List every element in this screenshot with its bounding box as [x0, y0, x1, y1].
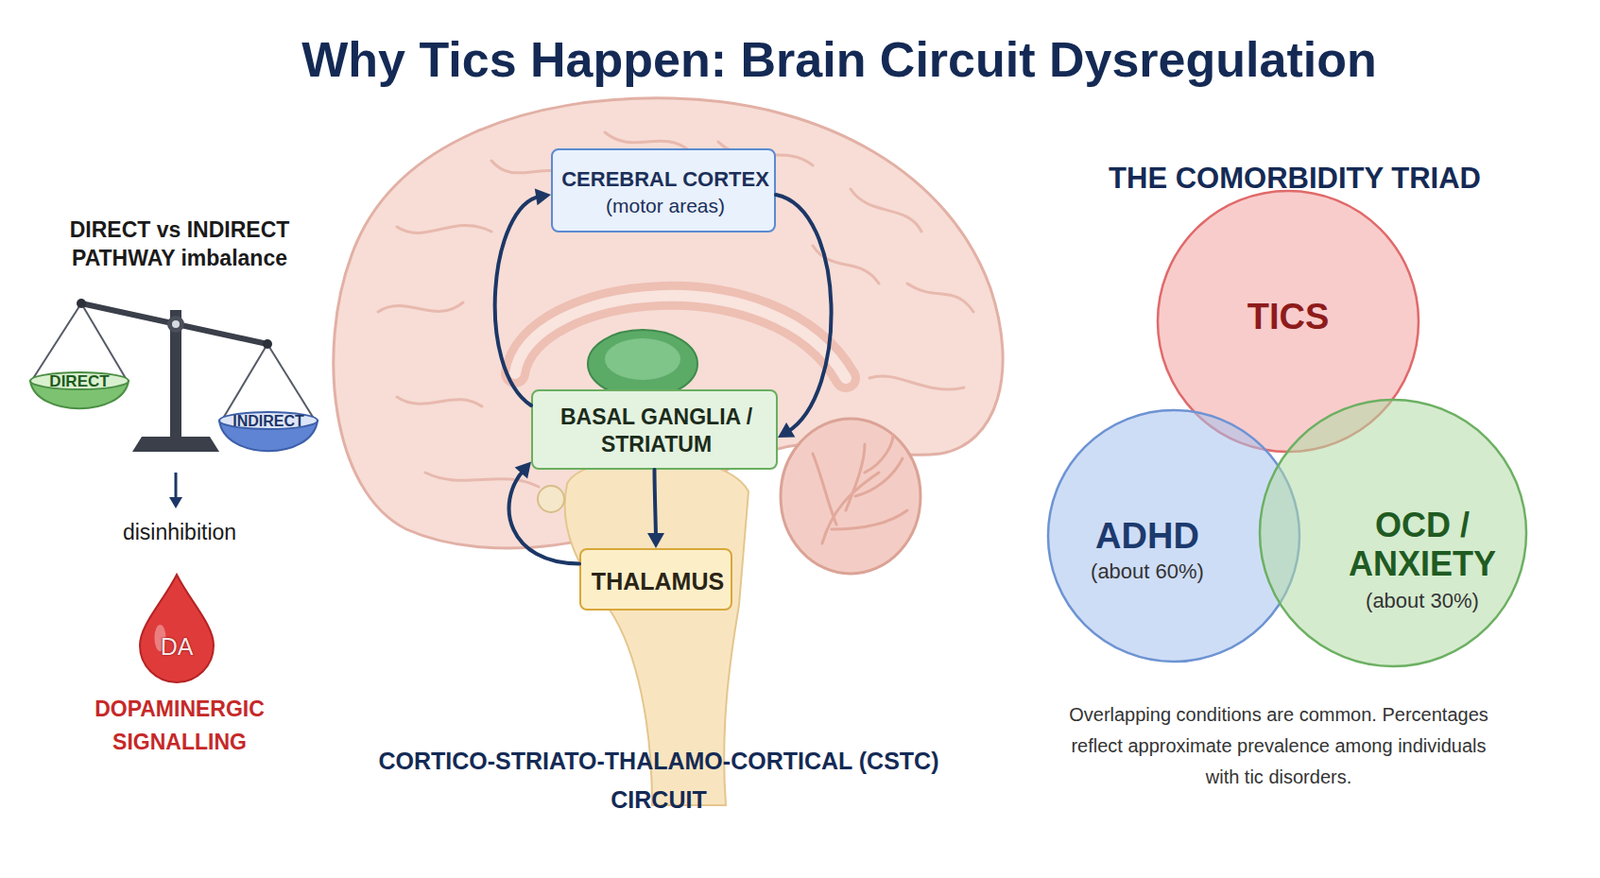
- node-title: BASAL GANGLIA / STRIATUM: [535, 403, 777, 461]
- gyrus-line: [850, 189, 922, 232]
- gyrus-line: [425, 472, 539, 487]
- node-title: TICS: [1193, 295, 1383, 340]
- connector-line: [654, 469, 657, 538]
- connector: [647, 469, 665, 549]
- scale-pivot-hole: [172, 320, 180, 328]
- node-title: DIRECT: [30, 372, 129, 392]
- arrow-head: [534, 188, 551, 206]
- node-content: DA: [139, 632, 214, 661]
- connector-line: [495, 196, 541, 406]
- connector-line: [775, 194, 832, 432]
- node-content: BASAL GANGLIA / STRIATUM: [535, 403, 777, 461]
- arrow-head: [647, 533, 665, 549]
- arrow-head: [515, 462, 532, 480]
- node-subtext: (about 30%): [1332, 584, 1513, 618]
- connector-line: [509, 469, 580, 565]
- gyrus-line: [869, 376, 964, 390]
- arrow-head: [777, 422, 795, 438]
- drop-shape: [139, 574, 214, 683]
- diagram-title: Why Tics Happen: Brain Circuit Dysregula…: [94, 30, 1584, 89]
- gyrus-line: [907, 283, 974, 312]
- node-content: DIRECT: [30, 372, 129, 392]
- node-content: TICS: [1193, 295, 1383, 340]
- node-title: INDIRECT: [219, 412, 318, 431]
- down-arrow-head: [169, 497, 183, 509]
- scale-knob: [262, 339, 273, 349]
- connector: [775, 194, 832, 438]
- thalamus-box: THALAMUS: [579, 548, 733, 611]
- gyrus-line: [396, 225, 492, 234]
- node-outline: [137, 572, 216, 685]
- node-content: INDIRECT: [219, 412, 318, 431]
- gyrus-line: [378, 302, 464, 312]
- scale-beam: [81, 303, 268, 345]
- cortex-box: CEREBRAL CORTEX(motor areas): [550, 148, 776, 233]
- scale-pivot: [167, 315, 185, 333]
- scale-string: [32, 303, 82, 380]
- connector: [495, 188, 551, 406]
- dopamine-label: DOPAMINERGIC SIGNALLING: [47, 692, 312, 759]
- scale-knob: [76, 298, 87, 309]
- cerebellum: [780, 418, 921, 574]
- node-subtext: (motor areas): [554, 192, 776, 219]
- disinhibition-label: disinhibition: [85, 517, 275, 547]
- gyrus-line: [812, 245, 879, 284]
- node-title: DA: [139, 632, 214, 661]
- node-title: OCD / ANXIETY: [1332, 505, 1513, 585]
- node-content: OCD / ANXIETY(about 30%): [1332, 505, 1513, 618]
- circle-shape: [1259, 399, 1527, 667]
- node-title: ADHD: [1052, 516, 1242, 558]
- pineal-nub: [537, 485, 565, 513]
- gyrus-line: [396, 396, 482, 407]
- striatum-box: BASAL GANGLIA / STRIATUM: [531, 389, 778, 470]
- cerebellum-branches: [812, 434, 908, 544]
- connector: [509, 462, 580, 565]
- dopamine-drop: DA: [137, 572, 216, 685]
- pathway-heading: DIRECT vs INDIRECT PATHWAY imbalance: [51, 215, 308, 273]
- node-content: ADHD(about 60%): [1052, 516, 1242, 586]
- venn-circle: OCD / ANXIETY(about 30%): [1257, 397, 1529, 669]
- circuit-label: CORTICO-STRIATO-THALAMO-CORTICAL (CSTC) …: [375, 741, 943, 820]
- node-content: THALAMUS: [583, 567, 733, 596]
- node-content: CEREBRAL CORTEX(motor areas): [554, 166, 776, 220]
- striatum-highlight: [604, 338, 681, 380]
- node-title: THALAMUS: [583, 567, 733, 596]
- triad-note: Overlapping conditions are common. Perce…: [1056, 699, 1501, 793]
- scale-string: [81, 303, 127, 380]
- scale-string: [267, 344, 316, 422]
- down-arrow-shaft: [174, 472, 178, 499]
- scale-base: [132, 436, 220, 452]
- node-subtext: (about 60%): [1052, 556, 1242, 586]
- scale-pan: INDIRECT: [217, 410, 320, 458]
- node-title: CEREBRAL CORTEX: [554, 166, 776, 194]
- scale-pan: DIRECT: [28, 370, 131, 414]
- scale-string: [221, 344, 268, 422]
- striatum-blob: [587, 329, 698, 398]
